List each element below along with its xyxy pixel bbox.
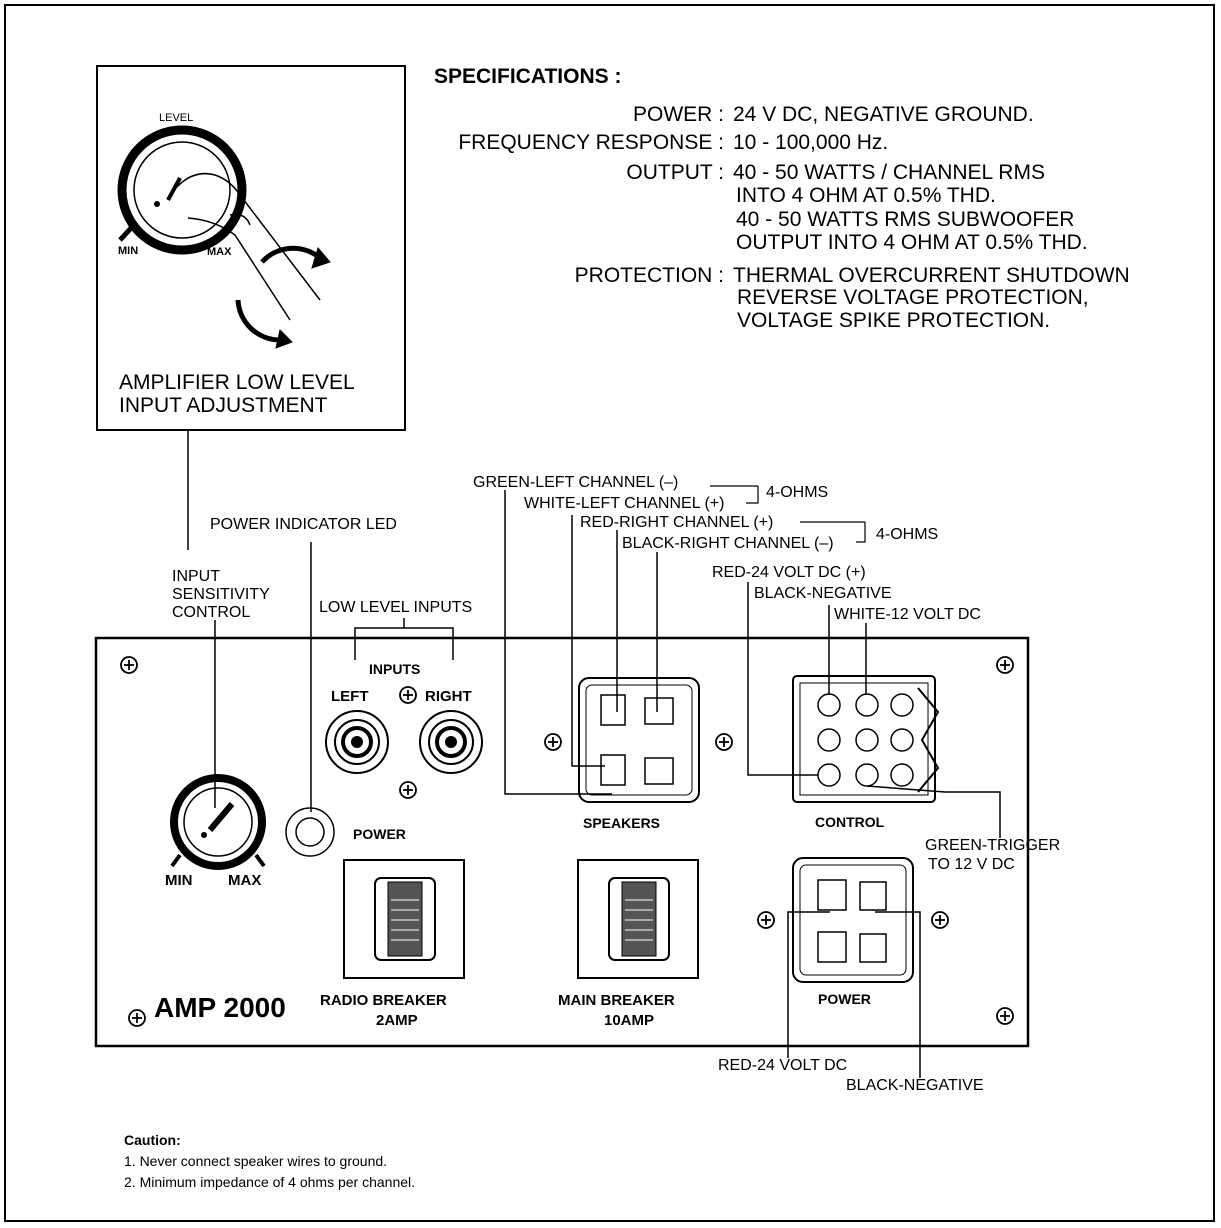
spec-protection-line: VOLTAGE SPIKE PROTECTION.	[737, 309, 1051, 332]
spec-title: SPECIFICATIONS :	[434, 65, 622, 88]
black-negative-callout: BLACK-NEGATIVE	[754, 585, 892, 602]
power-connector-label: POWER	[818, 991, 871, 1007]
spec-protection-line: THERMAL OVERCURRENT SHUTDOWN	[733, 264, 1130, 287]
input-sensitivity-callout: INPUT	[172, 568, 220, 585]
speakers-connector[interactable]	[578, 677, 700, 803]
ohms-left-callout: 4-OHMS	[766, 484, 829, 501]
panel-max-label: MAX	[228, 872, 262, 889]
spec-freq-value: 10 - 100,000 Hz.	[733, 131, 889, 154]
white-12v-callout: WHITE-12 VOLT DC	[834, 606, 981, 623]
spec-output-line: 40 - 50 WATTS RMS SUBWOOFER	[736, 208, 1075, 231]
green-trigger-callout: GREEN-TRIGGER	[925, 837, 1061, 854]
power-wires	[787, 911, 921, 1078]
spec-power-value: 24 V DC, NEGATIVE GROUND.	[733, 103, 1034, 126]
spec-freq-label: FREQUENCY RESPONSE :	[458, 131, 724, 154]
inset-min-label: MIN	[118, 245, 139, 257]
red-right-callout: RED-RIGHT CHANNEL (+)	[580, 514, 774, 531]
inset-max-label: MAX	[207, 246, 232, 258]
inputs-label: INPUTS	[369, 661, 421, 677]
spec-protection-label: PROTECTION :	[574, 264, 724, 287]
model-name: AMP 2000	[154, 992, 286, 1023]
power-led-callout: POWER INDICATOR LED	[210, 516, 397, 533]
radio-breaker[interactable]	[343, 859, 465, 979]
red-24v-bottom-callout: RED-24 VOLT DC	[718, 1057, 848, 1074]
radio-breaker-label: RADIO BREAKER	[320, 992, 447, 1009]
green-trigger-callout: TO 12 V DC	[928, 856, 1015, 873]
inset-knob	[117, 125, 247, 255]
right-label: RIGHT	[425, 688, 472, 705]
caution-item: 1. Never connect speaker wires to ground…	[124, 1153, 388, 1169]
input-sensitivity-callout: CONTROL	[172, 604, 251, 621]
speakers-label: SPEAKERS	[583, 815, 661, 831]
rca-right-jack[interactable]	[419, 710, 483, 774]
amp-panel	[94, 636, 1030, 1048]
radio-breaker-label: 2AMP	[376, 1012, 418, 1029]
ohms-right-callout: 4-OHMS	[876, 526, 939, 543]
green-left-callout: GREEN-LEFT CHANNEL (–)	[473, 474, 679, 491]
power-led	[285, 807, 335, 857]
black-negative-bottom-callout: BLACK-NEGATIVE	[846, 1077, 984, 1094]
left-label: LEFT	[331, 688, 369, 705]
panel-min-label: MIN	[165, 872, 193, 889]
page-frame	[4, 4, 1215, 1222]
low-level-inputs-callout: LOW LEVEL INPUTS	[319, 599, 473, 616]
rca-left-jack[interactable]	[325, 710, 389, 774]
spec-output-label: OUTPUT :	[626, 161, 724, 184]
input-sensitivity-callout: SENSITIVITY	[172, 586, 270, 603]
spec-protection-line: REVERSE VOLTAGE PROTECTION,	[737, 286, 1089, 309]
caution-item: 2. Minimum impedance of 4 ohms per chann…	[124, 1174, 416, 1190]
white-left-callout: WHITE-LEFT CHANNEL (+)	[524, 495, 725, 512]
inset-caption: INPUT ADJUSTMENT	[119, 394, 328, 417]
red-24v-callout: RED-24 VOLT DC (+)	[712, 564, 866, 581]
control-wires	[747, 582, 1001, 838]
inset-box	[96, 65, 406, 431]
spec-power-label: POWER :	[632, 103, 724, 126]
inset-caption: AMPLIFIER LOW LEVEL	[119, 371, 355, 394]
spec-output-line: OUTPUT INTO 4 OHM AT 0.5% THD.	[736, 231, 1088, 254]
main-breaker-label: MAIN BREAKER	[558, 992, 675, 1009]
power-connector[interactable]	[792, 857, 914, 983]
inset-level-label: LEVEL	[159, 112, 194, 124]
main-breaker[interactable]	[577, 859, 699, 979]
main-breaker-label: 10AMP	[604, 1012, 655, 1029]
hand-drawing	[169, 172, 321, 321]
caution-title: Caution:	[124, 1132, 181, 1148]
rotation-arrow-icon	[235, 245, 331, 349]
sensitivity-knob[interactable]	[170, 774, 266, 870]
black-right-callout: BLACK-RIGHT CHANNEL (–)	[622, 535, 834, 552]
spec-output-line: INTO 4 OHM AT 0.5% THD.	[736, 184, 996, 207]
power-led-label: POWER	[353, 826, 406, 842]
control-connector[interactable]	[792, 675, 940, 803]
control-label: CONTROL	[815, 814, 885, 830]
speaker-wires	[504, 490, 658, 795]
spec-output-line: 40 - 50 WATTS / CHANNEL RMS	[733, 161, 1045, 184]
